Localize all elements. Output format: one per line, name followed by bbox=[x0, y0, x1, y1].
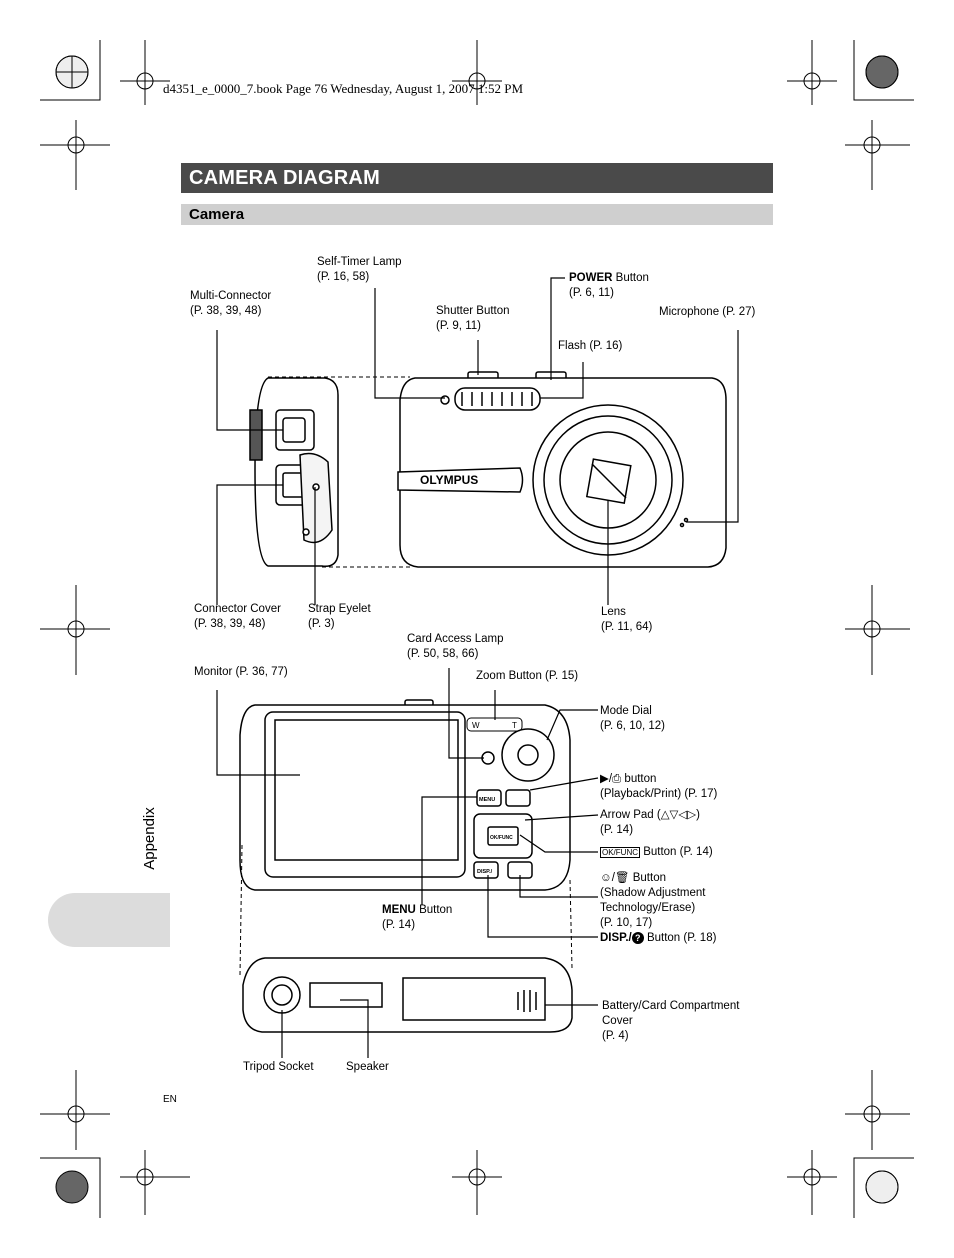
label-microphone: Microphone (P. 27) bbox=[659, 306, 756, 318]
label-connector-cover: Connector Cover(P. 38, 39, 48) bbox=[194, 603, 281, 630]
label-shutter-button: Shutter Button(P. 9, 11) bbox=[436, 305, 510, 332]
label-ok-func-button: OK/FUNC Button (P. 14) bbox=[600, 846, 713, 858]
zoom-w-label: W bbox=[472, 721, 480, 730]
brand-logo: OLYMPUS bbox=[420, 473, 478, 487]
subsection-title: Camera bbox=[189, 206, 245, 223]
crosshair-icon bbox=[40, 120, 110, 190]
label-menu-button: MENU Button(P. 14) bbox=[382, 904, 453, 931]
label-power-button: POWER Button(P. 6, 11) bbox=[569, 272, 649, 299]
appendix-tab bbox=[48, 893, 170, 947]
section-title: CAMERA DIAGRAM bbox=[189, 167, 380, 189]
menu-key-label: MENU bbox=[479, 797, 495, 803]
label-playback-print-button: ▶/⎙ button(Playback/Print) (P. 17) bbox=[600, 773, 718, 800]
label-self-timer-lamp: Self-Timer Lamp(P. 16, 58) bbox=[317, 256, 402, 283]
crosshair-icon bbox=[452, 1150, 502, 1215]
camera-back-view bbox=[239, 699, 571, 891]
registration-target-icon bbox=[55, 55, 89, 89]
print-meta-line: d4351_e_0000_7.book Page 76 Wednesday, A… bbox=[163, 81, 524, 96]
leader-lines bbox=[216, 277, 739, 1058]
camera-side-view bbox=[249, 377, 339, 568]
camera-front-view bbox=[397, 371, 727, 568]
crosshair-icon bbox=[845, 1070, 910, 1150]
label-flash: Flash (P. 16) bbox=[558, 340, 623, 352]
label-speaker: Speaker bbox=[346, 1061, 389, 1073]
label-mode-dial: Mode Dial(P. 6, 10, 12) bbox=[600, 705, 665, 732]
label-multi-connector: Multi-Connector(P. 38, 39, 48) bbox=[190, 290, 272, 317]
help-icon: ? bbox=[631, 932, 644, 944]
crosshair-icon bbox=[40, 1070, 110, 1150]
label-card-access-lamp: Card Access Lamp(P. 50, 58, 66) bbox=[407, 633, 504, 660]
crosshair-icon bbox=[120, 1150, 190, 1215]
language-code: EN bbox=[163, 1094, 177, 1105]
label-strap-eyelet: Strap Eyelet(P. 3) bbox=[308, 603, 371, 630]
label-monitor: Monitor (P. 36, 77) bbox=[194, 666, 288, 678]
registration-target-icon bbox=[55, 1170, 89, 1204]
label-tripod-socket: Tripod Socket bbox=[243, 1061, 314, 1073]
registration-marks bbox=[40, 40, 914, 1218]
camera-bottom-view bbox=[242, 957, 573, 1033]
subsection-title-bar: Camera bbox=[181, 204, 773, 225]
crosshair-icon bbox=[452, 40, 502, 105]
registration-target-icon bbox=[865, 55, 899, 89]
crosshair-icon bbox=[787, 1150, 837, 1215]
label-arrow-pad: Arrow Pad (△▽◁▷)(P. 14) bbox=[600, 809, 700, 836]
label-lens: Lens(P. 11, 64) bbox=[601, 606, 653, 633]
disp-key-label: DISP./ bbox=[477, 869, 493, 875]
label-disp-button: DISP./? Button (P. 18) bbox=[600, 932, 717, 944]
registration-target-icon bbox=[865, 1170, 899, 1204]
crosshair-icon bbox=[787, 40, 837, 105]
ok-key-label: OK/FUNC bbox=[490, 835, 513, 841]
section-title-bar: CAMERA DIAGRAM bbox=[181, 163, 773, 193]
crosshair-icon bbox=[120, 40, 170, 105]
crosshair-icon bbox=[845, 585, 910, 675]
zoom-t-label: T bbox=[512, 721, 517, 730]
label-zoom-button: Zoom Button (P. 15) bbox=[476, 670, 579, 682]
crosshair-icon bbox=[845, 120, 910, 190]
crosshair-icon bbox=[40, 585, 110, 675]
